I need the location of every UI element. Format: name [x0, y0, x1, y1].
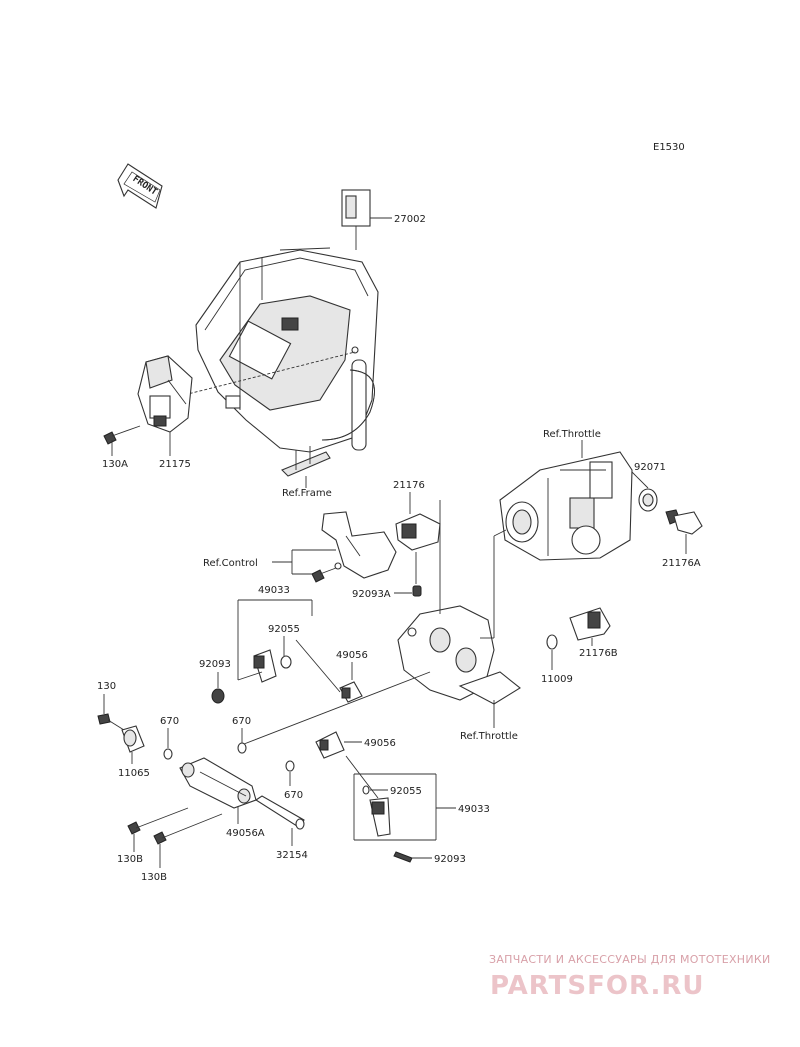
- part-27002-connector[interactable]: [341, 189, 371, 250]
- label-130b-a: 130B: [117, 854, 143, 865]
- part-49033-bot-injector[interactable]: [369, 797, 391, 837]
- label-49056a: 49056A: [226, 828, 265, 839]
- part-32154-pipe[interactable]: [254, 795, 305, 830]
- part-11009-gasket[interactable]: [546, 634, 558, 650]
- diagram-code: E1530: [653, 142, 685, 153]
- part-130b-b-bolt[interactable]: [153, 813, 223, 845]
- part-130a-bolt[interactable]: [103, 425, 141, 445]
- label-11065: 11065: [118, 768, 150, 779]
- part-49056-mid-adapter[interactable]: [315, 731, 345, 759]
- ref-control-label: Ref.Control: [203, 558, 258, 569]
- label-670-c: 670: [284, 790, 303, 801]
- part-49056-top-adapter[interactable]: [339, 681, 363, 703]
- part-49033-top-injector[interactable]: [253, 649, 277, 683]
- part-92093-top-clip[interactable]: [211, 688, 225, 704]
- control-bracket: [321, 511, 397, 579]
- part-92093a-clip[interactable]: [412, 585, 422, 597]
- ref-throttle-bot-label: Ref.Throttle: [460, 731, 518, 742]
- part-670-c-oring[interactable]: [285, 760, 295, 772]
- part-670-b-oring[interactable]: [237, 742, 247, 754]
- label-21176b: 21176B: [579, 648, 618, 659]
- part-92093-bot-clip[interactable]: [393, 851, 413, 863]
- ref-frame-label: Ref.Frame: [282, 488, 332, 499]
- label-49033-top: 49033: [258, 585, 290, 596]
- part-130-bolt[interactable]: [97, 713, 125, 731]
- front-arrow-icon: FRONT: [117, 163, 163, 209]
- part-92055-bot-oring[interactable]: [362, 785, 370, 795]
- part-21176a-sensor[interactable]: [665, 509, 703, 535]
- intake-manifold: [397, 605, 521, 705]
- label-92055-bot: 92055: [390, 786, 422, 797]
- part-670-a-oring[interactable]: [163, 748, 173, 760]
- label-92055-top: 92055: [268, 624, 300, 635]
- frame-assembly: [195, 247, 379, 477]
- part-21175-ecu[interactable]: [137, 355, 193, 433]
- part-92071-oring[interactable]: [638, 488, 658, 512]
- part-11065-cap[interactable]: [121, 725, 145, 753]
- label-21175: 21175: [159, 459, 191, 470]
- label-21176a: 21176A: [662, 558, 701, 569]
- part-49056a-fuel-rail[interactable]: [179, 757, 257, 809]
- label-49033-bot: 49033: [458, 804, 490, 815]
- label-670-a: 670: [160, 716, 179, 727]
- label-130a: 130A: [102, 459, 128, 470]
- ref-throttle-top-label: Ref.Throttle: [543, 429, 601, 440]
- label-32154: 32154: [276, 850, 308, 861]
- throttle-body: [499, 451, 633, 561]
- label-130: 130: [97, 681, 116, 692]
- label-92093-bot: 92093: [434, 854, 466, 865]
- label-49056-top: 49056: [336, 650, 368, 661]
- label-92071: 92071: [634, 462, 666, 473]
- part-21176b-sensor[interactable]: [569, 607, 611, 641]
- label-11009: 11009: [541, 674, 573, 685]
- label-49056-mid: 49056: [364, 738, 396, 749]
- label-130b-b: 130B: [141, 872, 167, 883]
- label-92093a: 92093A: [352, 589, 391, 600]
- part-92055-top-oring[interactable]: [280, 655, 292, 669]
- watermark-brand: PARTSFOR.RU: [490, 971, 704, 1001]
- label-27002: 27002: [394, 214, 426, 225]
- part-21176-sensor[interactable]: [395, 513, 441, 551]
- control-bolt[interactable]: [311, 562, 342, 583]
- watermark-tagline: ЗАПЧАСТИ И АКСЕССУАРЫ ДЛЯ МОТОТЕХНИКИ: [489, 953, 771, 966]
- label-670-b: 670: [232, 716, 251, 727]
- part-130b-a-bolt[interactable]: [127, 807, 189, 835]
- label-21176: 21176: [393, 480, 425, 491]
- label-92093-top: 92093: [199, 659, 231, 670]
